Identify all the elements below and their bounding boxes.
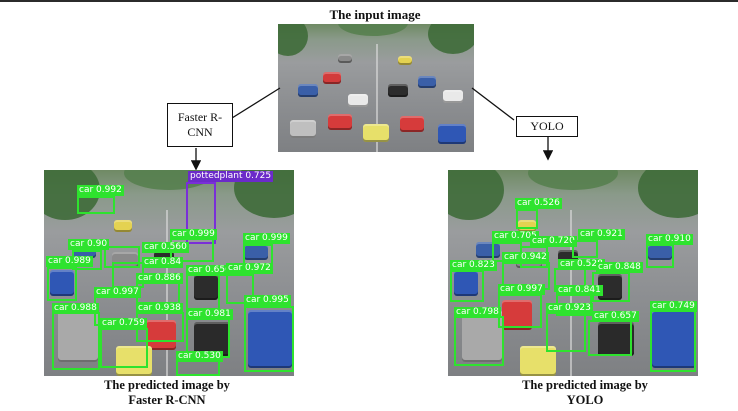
detection-label: car 0.848 [596,262,643,273]
detection-label: car 0.841 [556,285,603,296]
detection-box [77,196,115,214]
detection-label: car 0.759 [100,318,147,329]
detection-box [588,320,632,356]
detection-label: car 0.938 [136,303,183,314]
faster-rcnn-label-box: Faster R-CNN [167,103,233,147]
yolo-label-box: YOLO [516,116,578,137]
detection-label: car 0.886 [136,273,183,284]
detection-box [136,282,180,304]
detection-label: car 0.530 [176,351,223,362]
detection-label: car 0.657 [592,311,639,322]
detection-box [572,240,598,258]
arrow-input-to-yolo [471,87,515,121]
detection-label: car 0.988 [52,303,99,314]
detection-label: car 0.992 [77,185,124,196]
detection-label: car 0.923 [546,303,593,314]
pottedplant-label: pottedplant 0.725 [188,171,274,182]
detection-box [516,209,538,229]
faster-rcnn-label: Faster R-CNN [177,110,223,139]
detection-label: car 0.910 [646,234,693,245]
detection-box [546,312,586,352]
detection-label: car 0.84 [142,257,184,268]
detection-label: car 0.997 [94,287,141,298]
detection-label: car 0.997 [498,284,545,295]
detection-label: car 0.749 [650,301,697,312]
detection-label: car 0.656 [186,265,233,276]
detection-box [646,244,674,268]
detection-box [498,294,542,328]
detection-box [47,267,77,301]
detection-label: car 0.981 [186,309,233,320]
pottedplant-box [186,182,216,244]
top-rule [0,0,738,2]
detection-label: car 0.999 [170,229,217,240]
detection-label: car 0.720 [530,236,577,247]
input-image [278,24,474,152]
detection-label: car 0.999 [243,233,290,244]
arrow-input-to-rcnn [231,87,281,119]
detection-box [104,246,140,268]
yolo-label: YOLO [530,119,564,133]
input-image-title: The input image [329,7,421,22]
detection-box [52,312,100,370]
detection-label: car 0.90 [68,239,110,250]
detection-label: car 0.972 [226,263,273,274]
detection-box [650,310,696,372]
detection-label: car 0.823 [450,260,497,271]
detection-label: car 0.798 [454,307,501,318]
detection-label: car 0.921 [578,229,625,240]
faster-rcnn-caption: The predicted image by Faster R-CNN [104,378,230,407]
detection-label: car 0.705 [492,231,539,242]
detection-label: car 0.989 [46,256,93,267]
detection-box [226,274,254,304]
detection-label: car 0.528 [558,259,605,270]
detection-label: car 0.942 [502,252,549,263]
detection-box [100,328,148,368]
detection-box [244,306,294,372]
detection-box [454,316,504,366]
detection-box [186,274,220,310]
detection-label: car 0.560 [142,242,189,253]
detection-label: car 0.526 [515,198,562,209]
detection-label: car 0.995 [244,295,291,306]
detection-box [450,270,484,302]
yolo-caption: The predicted image by YOLO [522,378,648,407]
detection-box [176,360,220,376]
